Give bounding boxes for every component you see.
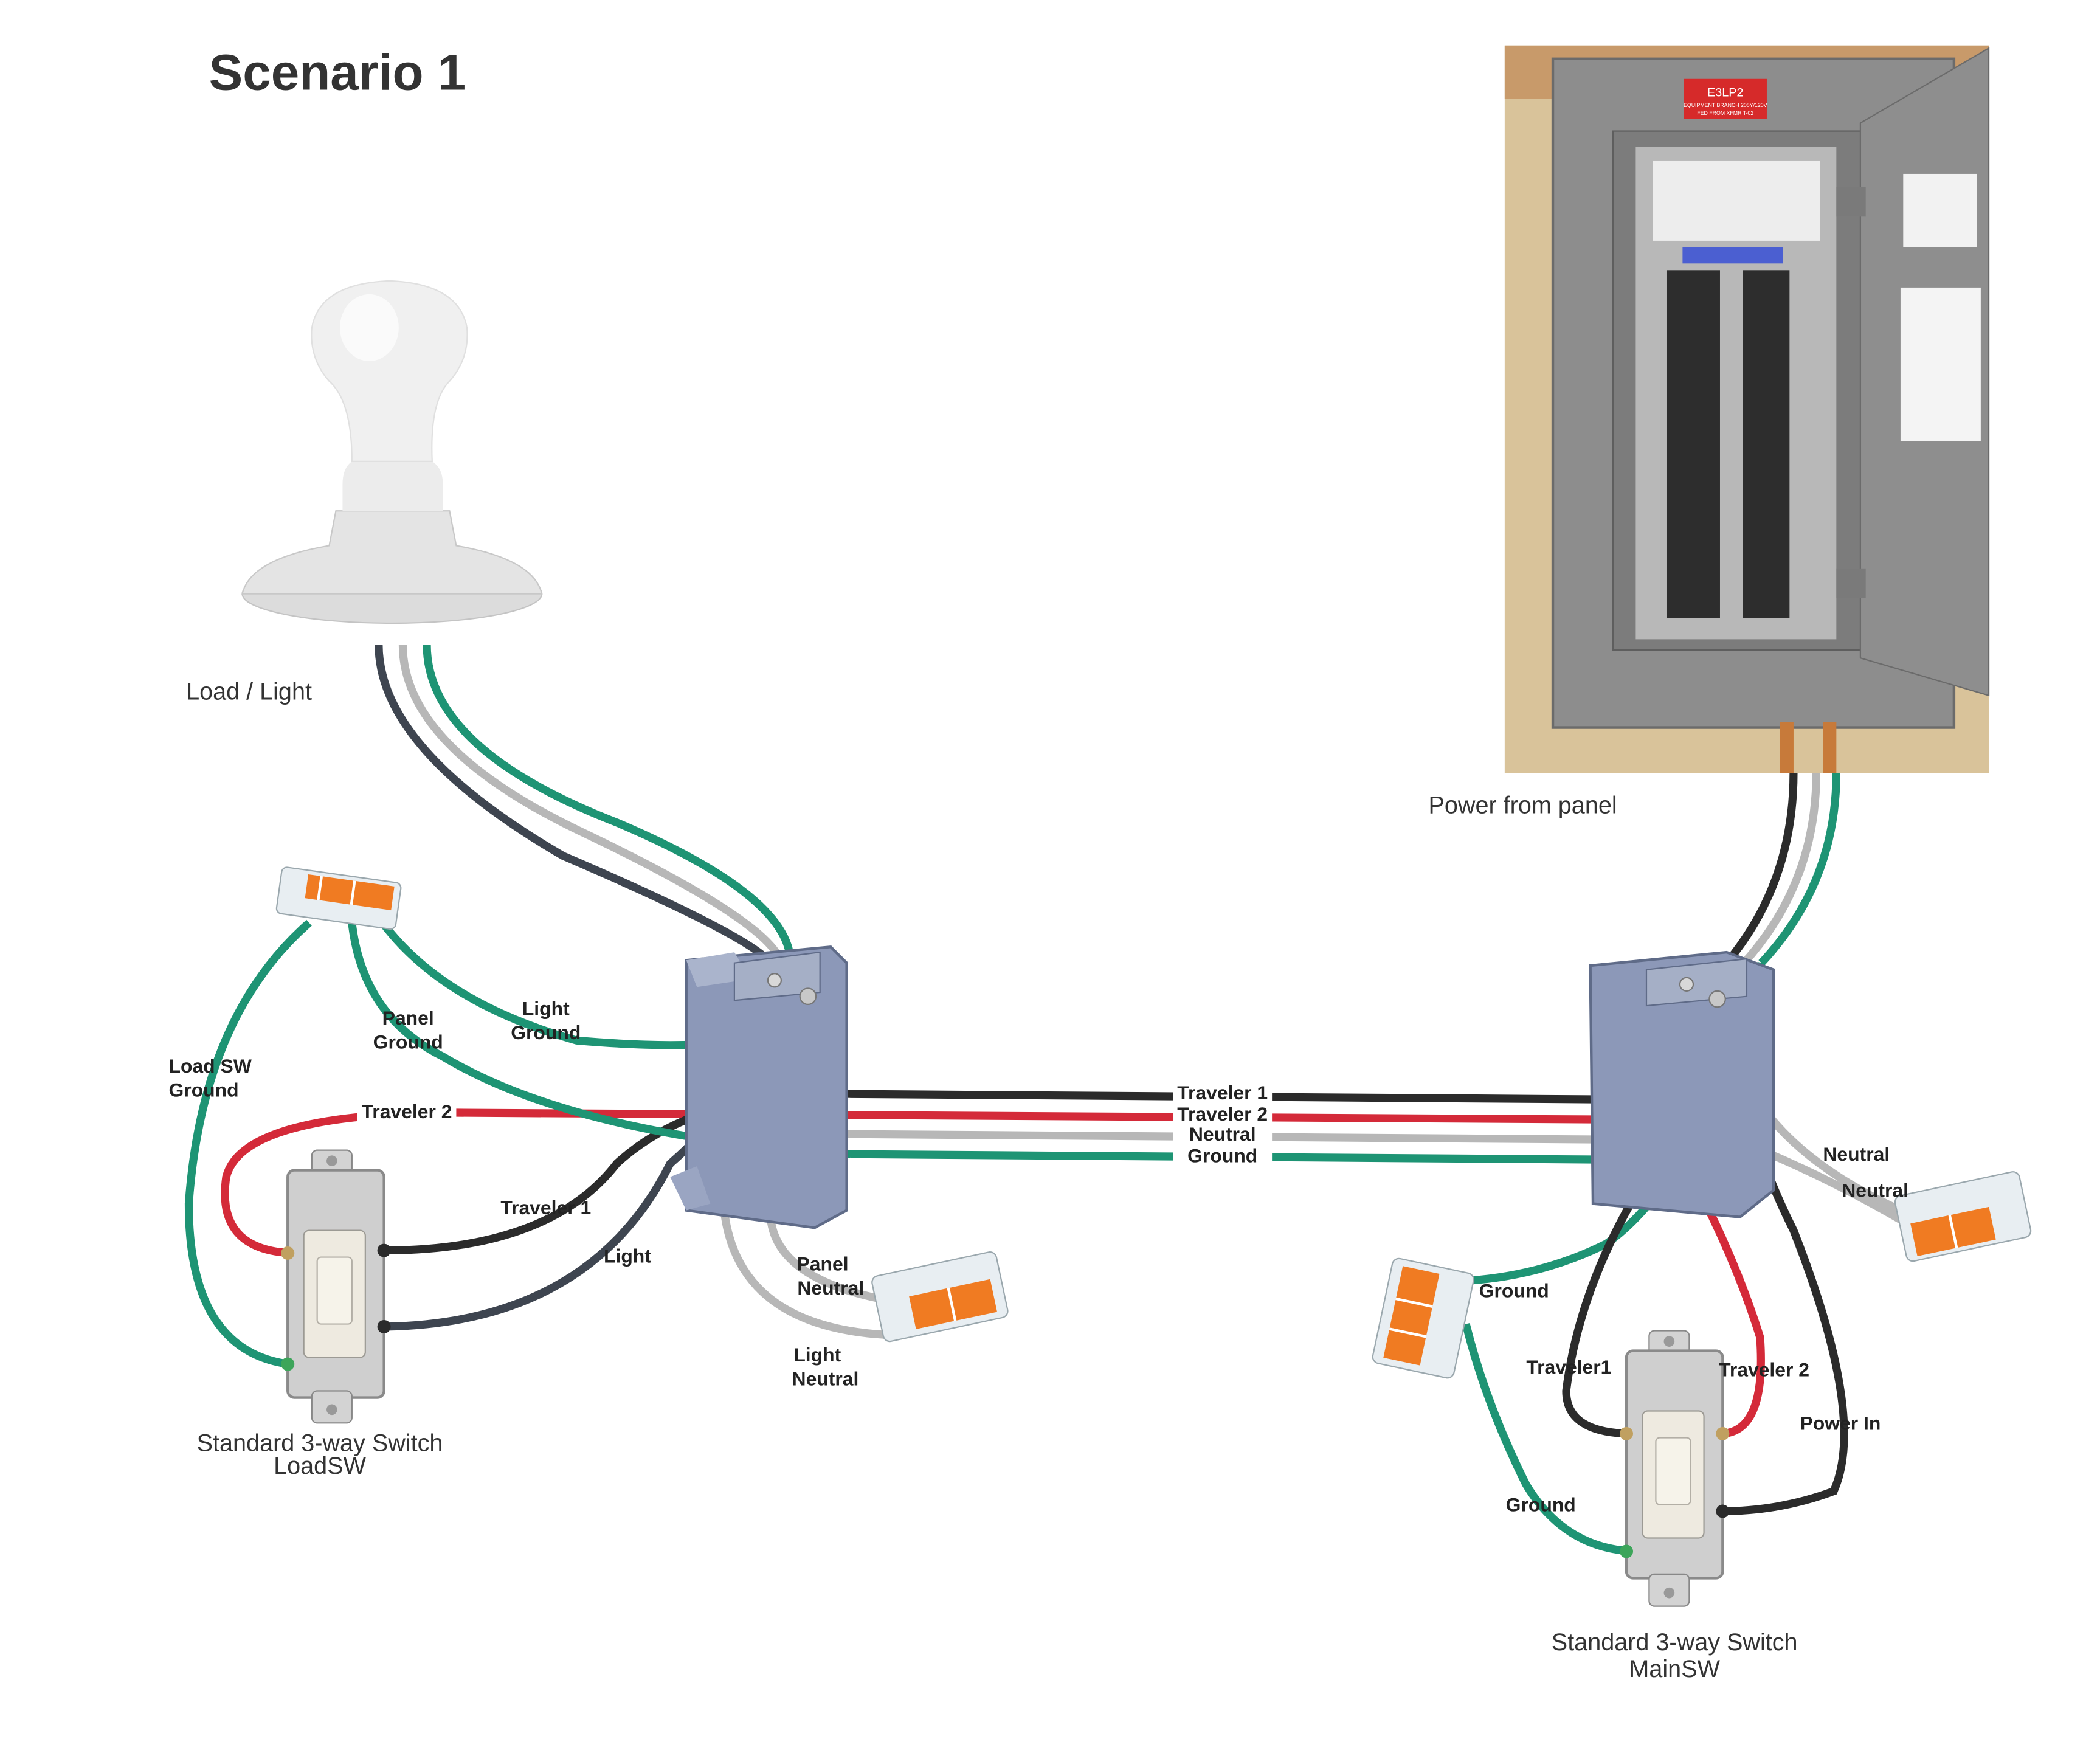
loadsw-caption-line1: Standard 3-way Switch [197,1430,443,1457]
page-title: Scenario 1 [209,43,466,100]
light-bulb [241,280,543,624]
power-in-label: Power In [1800,1412,1881,1434]
ground-right-bottom-label: Ground [1506,1493,1576,1515]
neutral-right-label-2: Neutral [1842,1180,1908,1201]
mainsw-caption-line1: Standard 3-way Switch [1552,1629,1798,1656]
neutral-right-label-1: Neutral [1823,1143,1890,1165]
panel-neutral-wire [1741,773,1820,966]
loadsw-caption-line2: LoadSW [274,1453,366,1479]
traveler2-left-label: Traveler 2 [362,1101,452,1122]
light-ground-wire [423,645,795,963]
traveler2-left-wire [221,1108,457,1257]
neutral-mid-label: Neutral [1189,1123,1256,1145]
light-neutral-label-2: Neutral [792,1368,859,1390]
panel-tag-name: E3LP2 [1707,86,1743,99]
left-junction-box [670,945,848,1229]
panel-ground-label-2: Ground [373,1031,443,1053]
ground-mid-label: Ground [1187,1144,1257,1166]
traveler2-mid-label: Traveler 2 [1177,1103,1268,1125]
mainsw-caption-line2: MainSW [1629,1656,1720,1682]
wire-labels: Light Ground Panel Ground Load SW Ground… [169,997,1909,1515]
traveler2-run [456,1108,1594,1124]
electrical-panel-photo: E3LP2 EQUIPMENT BRANCH 208Y/120V FED FRO… [1504,45,1990,773]
wago-connector-ground-right [1372,1257,1474,1379]
wago-connector-ground-left [275,866,402,930]
wago-connector-neutral-left [871,1251,1009,1343]
panel-neutral-label-1: Panel [797,1253,849,1275]
load-sw-ground-wire [184,919,312,1369]
traveler2-right-label: Traveler 2 [1719,1358,1809,1380]
light-ground-label-2: Ground [511,1021,581,1043]
load-light-label: Load / Light [186,678,312,705]
load-sw-ground-label-2: Ground [169,1079,239,1101]
loadsw-switch [281,1149,391,1424]
ground-right-bottom-wire [1462,1322,1640,1556]
light-hot-wire [375,645,774,966]
light-ground-label-1: Light [522,997,570,1019]
panel-hot-wire [1723,773,1798,966]
traveler1-left-label: Traveler 1 [500,1197,591,1218]
wago-connector-neutral-right [1894,1171,2032,1262]
power-from-panel-label: Power from panel [1428,792,1617,818]
traveler1-mid-label: Traveler 1 [1177,1082,1268,1104]
panel-ground-wire [1758,773,1840,966]
mainsw-switch [1620,1330,1730,1607]
load-sw-ground-label-1: Load SW [169,1055,252,1077]
light-neutral-wire [398,645,786,964]
ground-right-top-label: Ground [1479,1280,1549,1302]
light-neutral-label-1: Light [793,1344,841,1366]
right-junction-box [1589,950,1775,1218]
panel-tag-line2: EQUIPMENT BRANCH 208Y/120V [1684,102,1767,108]
traveler1-right-label: Traveler1 [1526,1356,1611,1378]
panel-neutral-label-2: Neutral [797,1277,864,1299]
panel-ground-label-1: Panel [382,1007,434,1029]
panel-tag-line3: FED FROM XFMR T-02 [1697,110,1753,116]
light-left-label: Light [604,1245,651,1267]
